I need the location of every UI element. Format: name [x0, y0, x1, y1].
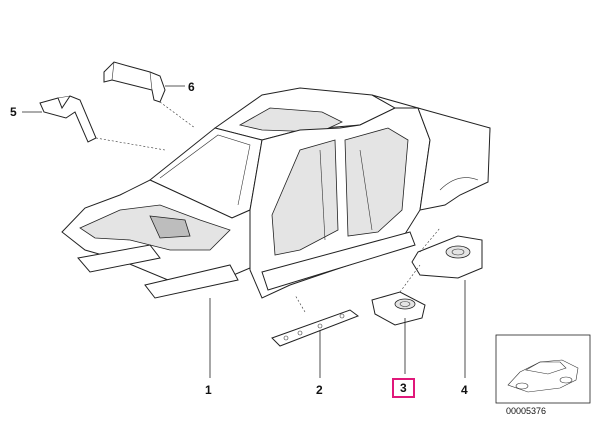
reinforcement-plate-part-2[interactable]: [271, 309, 360, 347]
body-shell-part-1[interactable]: [61, 87, 491, 299]
callout-5[interactable]: 5: [10, 105, 17, 119]
callout-4[interactable]: 4: [461, 383, 468, 397]
spring-seat-plate-part-3[interactable]: [371, 291, 426, 326]
callout-3-selected[interactable]: 3: [392, 378, 415, 398]
bracket-part-6[interactable]: [103, 61, 166, 103]
leader-lines: [22, 85, 466, 378]
callout-6[interactable]: 6: [188, 80, 195, 94]
callout-2[interactable]: 2: [316, 383, 323, 397]
bracket-part-5[interactable]: [39, 95, 97, 143]
spring-seat-plate-part-4[interactable]: [411, 235, 483, 279]
thumbnail-car-icon: [507, 359, 579, 393]
thumbnail-frame[interactable]: [495, 334, 591, 404]
thumbnail-ref-number: 00005376: [506, 406, 547, 416]
callout-1[interactable]: 1: [205, 383, 212, 397]
